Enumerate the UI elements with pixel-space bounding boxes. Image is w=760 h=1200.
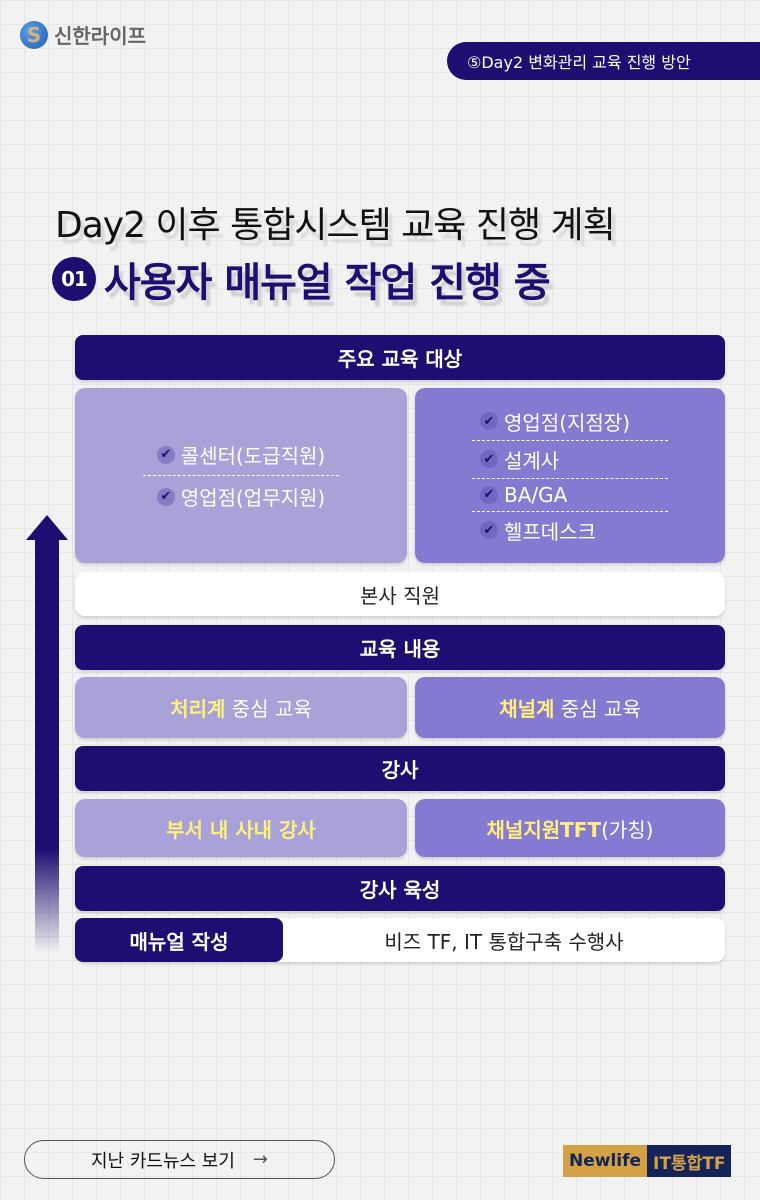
page-subtitle: 01 사용자 매뉴얼 작업 진행 중	[52, 250, 551, 308]
content-text: 중심 교육	[554, 697, 641, 721]
highlight-text: 부서 내 사내 강사	[166, 817, 316, 842]
content-right-box: 채널계 중심 교육	[415, 677, 725, 738]
training-heading: 강사 육성	[75, 866, 725, 911]
targets-right-box: ✔ 영업점(지점장) ✔ 설계사 ✔ BA/GA ✔ 헬프데스크	[415, 388, 725, 563]
section-tag: ⑤Day2 변화관리 교육 진행 방안	[447, 42, 760, 80]
hq-staff-box: 본사 직원	[75, 572, 725, 616]
manual-value: 비즈 TF, IT 통합구축 수행사	[384, 929, 624, 954]
check-icon: ✔	[480, 450, 498, 468]
item-label: 영업점(지점장)	[504, 410, 631, 435]
company-logo: S 신한라이프	[20, 20, 146, 49]
item-label: 헬프데스크	[504, 519, 596, 544]
arrow-right-icon: →	[252, 1149, 269, 1170]
targets-left-box: ✔ 콜센터(도급직원) ✔ 영업점(업무지원)	[75, 388, 407, 563]
list-item: ✔ 헬프데스크	[472, 510, 668, 549]
subtitle-text: 사용자 매뉴얼 작업 진행 중	[104, 260, 551, 306]
list-item: ✔ 콜센터(도급직원)	[143, 434, 339, 475]
content-heading: 교육 내용	[75, 625, 725, 670]
highlight-text: 채널지원TFT	[486, 817, 602, 842]
list-item: ✔ 영업점(지점장)	[472, 403, 668, 440]
instructor-left-box: 부서 내 사내 강사	[75, 799, 407, 857]
up-arrow-icon	[26, 515, 68, 540]
check-icon: ✔	[156, 487, 175, 506]
targets-heading: 주요 교육 대상	[75, 335, 725, 380]
list-item: ✔ 영업점(업무지원)	[142, 475, 340, 517]
check-icon: ✔	[480, 485, 498, 504]
team-badge: Newlife IT통합TF	[563, 1145, 732, 1177]
item-label: 설계사	[504, 448, 560, 473]
logo-text: 신한라이프	[54, 24, 146, 48]
list-item: ✔ BA/GA	[472, 477, 668, 511]
up-arrow-shaft	[35, 538, 59, 953]
content-text: 중심 교육	[225, 697, 312, 721]
highlight-text: 처리계	[170, 697, 226, 721]
item-label: BA/GA	[504, 482, 568, 507]
manual-label: 매뉴얼 작성	[75, 918, 283, 962]
item-label: 영업점(업무지원)	[180, 486, 326, 510]
highlight-text: 채널계	[499, 697, 555, 721]
check-icon: ✔	[480, 412, 498, 430]
badge-newlife: Newlife	[563, 1145, 648, 1177]
list-item: ✔ 설계사	[472, 439, 668, 478]
check-icon: ✔	[156, 445, 175, 464]
badge-it-tf: IT통합TF	[647, 1145, 732, 1177]
instructor-text: (가칭)	[601, 817, 654, 842]
item-label: 콜센터(도급직원)	[180, 444, 326, 468]
logo-icon: S	[20, 20, 48, 49]
targets-right-list: ✔ 영업점(지점장) ✔ 설계사 ✔ BA/GA ✔ 헬프데스크	[472, 403, 668, 549]
check-icon: ✔	[480, 521, 498, 539]
content-left-box: 처리계 중심 교육	[75, 677, 407, 738]
step-number-badge: 01	[52, 257, 96, 301]
targets-left-list: ✔ 콜센터(도급직원) ✔ 영업점(업무지원)	[142, 434, 340, 517]
instructor-heading: 강사	[75, 746, 725, 791]
button-label: 지난 카드뉴스 보기	[90, 1150, 235, 1172]
instructor-right-box: 채널지원TFT(가칭)	[415, 799, 725, 857]
page-title: Day2 이후 통합시스템 교육 진행 계획	[55, 205, 616, 246]
previous-cardnews-button[interactable]: 지난 카드뉴스 보기 →	[24, 1140, 335, 1179]
manual-row: 매뉴얼 작성 비즈 TF, IT 통합구축 수행사	[75, 918, 725, 962]
